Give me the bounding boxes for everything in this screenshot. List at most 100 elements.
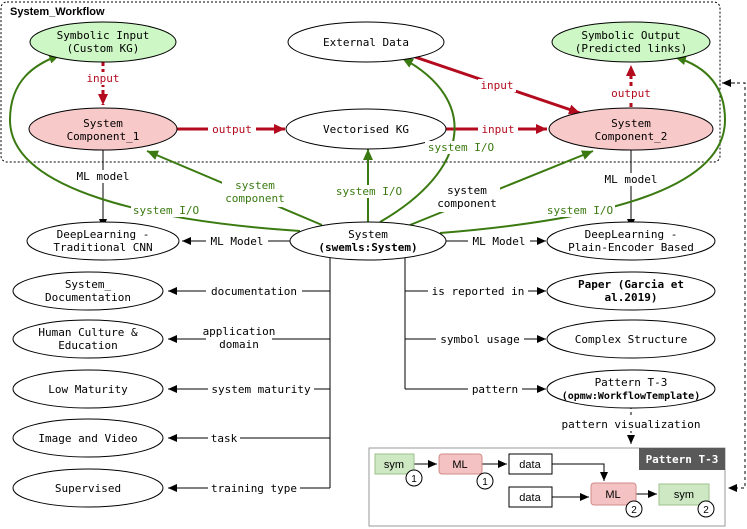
black-component-labels: system component: [434, 184, 500, 212]
label-system-io-left: system I/O: [133, 204, 199, 217]
pattern-sym-in-label: sym: [384, 459, 404, 471]
pattern-sym-out: [658, 483, 710, 506]
node-system-line2: (swemls:System): [318, 241, 417, 254]
node-pattern-line1: Pattern T-3: [595, 376, 668, 389]
label-application-domain-2: domain: [219, 338, 259, 351]
pattern-badge-2a: 2: [631, 505, 637, 516]
node-complex-structure[interactable]: Complex Structure: [546, 319, 716, 359]
label-system-io-top: system I/O: [428, 141, 494, 154]
node-human-culture-line2: Education: [58, 339, 118, 352]
label-ml-model-right: ML Model: [473, 235, 526, 248]
label-training-type: training type: [211, 482, 297, 495]
node-dl-cnn-line2: Traditional CNN: [53, 241, 152, 254]
node-low-maturity-line1: Low Maturity: [48, 383, 128, 396]
node-external-data[interactable]: External Data: [287, 21, 445, 63]
node-pattern[interactable]: Pattern T-3 (opmw:WorkflowTemplate): [546, 369, 716, 409]
node-external-data-line1: External Data: [323, 36, 409, 49]
node-symbolic-output[interactable]: Symbolic Output (Predicted links): [551, 21, 711, 63]
label-input-external: input: [480, 79, 513, 92]
label-system-component-left-1: system: [235, 179, 275, 192]
node-image-video[interactable]: Image and Video: [12, 418, 164, 458]
edge-io-symbolic-input: [8, 54, 301, 232]
node-system-component-2-line2: Component_2: [595, 130, 668, 143]
label-system-component-left-2: component: [225, 192, 285, 205]
node-sys-doc-line1: System_: [65, 278, 112, 291]
node-image-video-line1: Image and Video: [38, 432, 137, 445]
node-paper[interactable]: Paper (Garcia et al.2019): [546, 271, 716, 311]
node-sys-doc-line2: Documentation: [45, 291, 131, 304]
label-symbol-usage: symbol usage: [440, 333, 519, 346]
node-symbolic-input[interactable]: Symbolic Input (Custom KG): [29, 21, 177, 63]
node-human-culture-line1: Human Culture &: [38, 326, 138, 339]
label-output-1: output: [212, 123, 252, 136]
node-sys-doc[interactable]: System_ Documentation: [12, 271, 164, 311]
pattern-ml-1-label: ML: [452, 459, 467, 471]
edge-io-external: [379, 57, 456, 223]
pattern-data-1-label: data: [519, 459, 541, 471]
pattern-visualization-box: Pattern T-3 sym ML data data ML sym 1 1 …: [368, 447, 726, 527]
label-pattern-visualization: pattern visualization: [561, 418, 700, 431]
node-dl-encoder-line2: Plain-Encoder Based: [568, 241, 694, 254]
label-input-2: input: [481, 123, 514, 136]
label-ml-model-right-top: ML model: [605, 173, 658, 186]
node-vectorised-kg[interactable]: Vectorised KG: [285, 108, 447, 150]
label-system-io-right: system I/O: [547, 204, 613, 217]
node-dl-cnn-line1: DeepLearning -: [57, 228, 150, 241]
node-paper-line2: al.2019): [605, 291, 658, 304]
node-symbolic-output-line2: (Predicted links): [575, 42, 688, 55]
node-low-maturity[interactable]: Low Maturity: [12, 369, 164, 409]
green-edge-labels: system I/O system I/O system I/O system …: [131, 141, 615, 217]
node-supervised[interactable]: Supervised: [12, 468, 164, 508]
label-system-maturity: system maturity: [211, 383, 311, 396]
node-symbolic-output-line1: Symbolic Output: [581, 29, 680, 42]
node-system-line1: System: [348, 228, 388, 241]
node-system-component-1-line1: System: [83, 117, 123, 130]
pattern-ml-2-label: ML: [605, 489, 620, 501]
label-system-io-center: system I/O: [336, 185, 402, 198]
pattern-sym-in: [374, 453, 415, 475]
label-is-reported-in: is reported in: [432, 285, 525, 298]
label-system-component-right-1: system: [447, 184, 487, 197]
pattern-box-title: Pattern T-3: [646, 453, 719, 466]
label-documentation: documentation: [211, 285, 297, 298]
node-pattern-line2: (opmw:WorkflowTemplate): [562, 391, 700, 402]
pattern-ml-1: [438, 453, 483, 475]
pattern-sym-out-label: sym: [674, 489, 694, 501]
node-vectorised-kg-line1: Vectorised KG: [323, 123, 409, 136]
pattern-badge-1b: 1: [482, 477, 488, 488]
node-dl-encoder[interactable]: DeepLearning - Plain-Encoder Based: [546, 221, 716, 261]
workflow-frame: [0, 1, 721, 163]
label-ml-model-left: ML Model: [211, 235, 264, 248]
label-application-domain-1: application: [203, 325, 276, 338]
pattern-badge-1a: 1: [411, 474, 417, 485]
pattern-badges: [405, 469, 715, 518]
node-symbolic-input-line1: Symbolic Input: [57, 29, 150, 42]
node-system-component-1-line2: Component_1: [67, 130, 140, 143]
pattern-data-2: [508, 486, 553, 508]
node-system[interactable]: System (swemls:System): [289, 221, 447, 261]
node-complex-structure-line1: Complex Structure: [575, 333, 688, 346]
label-input-1: input: [86, 72, 119, 85]
pattern-ml-2: [590, 482, 637, 506]
node-system-component-2[interactable]: System Component_2: [548, 107, 714, 151]
node-supervised-line1: Supervised: [55, 482, 121, 495]
node-human-culture[interactable]: Human Culture & Education: [12, 319, 164, 359]
label-output-2: output: [611, 87, 651, 100]
edge-dashed-outer-link: [725, 82, 746, 492]
pattern-data-1: [508, 453, 553, 475]
label-pattern: pattern: [472, 383, 518, 396]
edge-io-symbolic-output: [439, 55, 727, 234]
label-ml-model-left-top: ML model: [77, 170, 130, 183]
label-system-component-right-2: component: [437, 197, 497, 210]
pattern-badge-2b: 2: [703, 505, 709, 516]
node-dl-cnn[interactable]: DeepLearning - Traditional CNN: [26, 221, 180, 261]
workflow-frame-title: System_Workflow: [10, 6, 105, 18]
node-symbolic-input-line2: (Custom KG): [67, 42, 140, 55]
node-paper-line1: Paper (Garcia et: [578, 278, 684, 291]
node-system-component-1[interactable]: System Component_1: [28, 107, 178, 151]
label-task: task: [211, 432, 238, 445]
node-system-component-2-line1: System: [611, 117, 651, 130]
pattern-data-2-label: data: [519, 492, 541, 504]
red-edge-labels: input input output input output: [84, 72, 654, 136]
